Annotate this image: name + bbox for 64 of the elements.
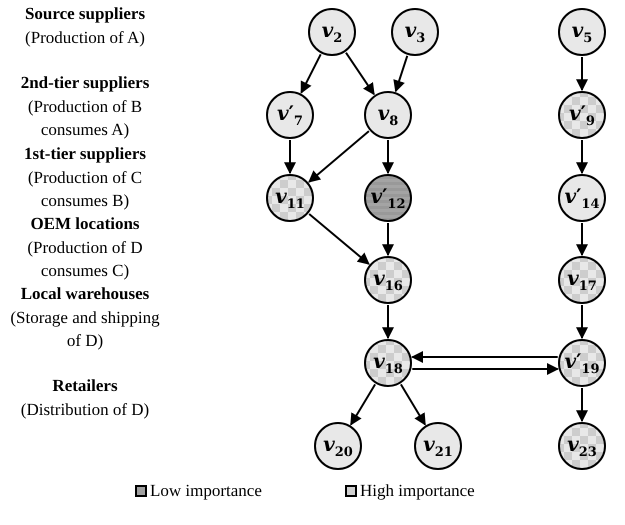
arrow <box>400 384 426 426</box>
graph-node <box>558 339 606 387</box>
node-label: v$_{8}$ <box>378 102 398 128</box>
graph-node <box>558 256 606 304</box>
arrow <box>300 54 322 94</box>
legend-label: Low importance <box>150 481 262 501</box>
graph-node <box>558 174 606 222</box>
arrow <box>576 140 588 174</box>
tier-description: (Production of D consumes C) <box>26 237 144 282</box>
graph-node <box>364 174 412 222</box>
graph-node <box>391 8 439 56</box>
tier-heading: 1st-tier suppliers <box>23 143 147 165</box>
node-label: v$_{18}$ <box>373 350 403 376</box>
arrow <box>411 351 558 363</box>
graph-node <box>308 8 356 56</box>
graph-node <box>558 422 606 470</box>
graph-node <box>314 422 362 470</box>
arrow <box>382 140 394 174</box>
tier-heading: OEM locations <box>29 213 141 235</box>
node-label: v$_{16}$ <box>373 268 403 292</box>
graph-node <box>266 174 314 222</box>
tier-heading: 2nd-tier suppliers <box>20 72 150 94</box>
node-label: v′$_{19}$ <box>564 350 600 376</box>
graph-node <box>364 339 412 387</box>
arrow <box>576 388 588 422</box>
graph-node <box>364 91 412 139</box>
arrow <box>284 140 296 174</box>
arrow <box>345 52 375 96</box>
graph-node <box>266 91 314 139</box>
arrow <box>382 305 394 340</box>
node-label: v$_{5}$ <box>572 20 592 44</box>
node-label: v′$_{9}$ <box>569 102 595 128</box>
tier-heading: Source suppliers <box>24 3 146 25</box>
arrow <box>576 305 588 340</box>
node-label: v$_{11}$ <box>275 186 305 210</box>
node-label: v$_{17}$ <box>567 268 597 292</box>
arrow <box>382 223 394 256</box>
tier-description: (Production of B consumes A) <box>26 96 144 141</box>
tier-heading: Retailers <box>51 375 119 397</box>
graph-node <box>364 256 412 304</box>
node-label: v$_{23}$ <box>567 434 597 458</box>
arrow <box>308 213 370 265</box>
node-label: v$_{20}$ <box>323 434 353 458</box>
graph-node <box>558 8 606 56</box>
graph-node <box>414 422 462 470</box>
arrow <box>308 130 370 183</box>
tier-description: (Production of A) <box>24 27 146 49</box>
legend-label: High importance <box>360 481 475 501</box>
tier-description: (Production of C consumes B) <box>26 167 144 212</box>
arrow <box>576 57 588 92</box>
graph-node <box>558 91 606 139</box>
tier-heading: Local warehouses <box>20 283 150 305</box>
node-label: v$_{2}$ <box>322 20 342 44</box>
arrow <box>576 223 588 256</box>
node-label: v$_{21}$ <box>423 434 453 458</box>
node-label: v′$_{14}$ <box>564 186 600 210</box>
tier-description: (Distribution of D) <box>20 399 150 421</box>
arrow <box>393 55 408 92</box>
tier-description: (Storage and shipping of D) <box>10 307 160 352</box>
node-label: v′$_{12}$ <box>370 186 406 210</box>
node-label: v$_{3}$ <box>404 20 426 44</box>
arrow <box>412 363 559 375</box>
node-label: v′$_{7}$ <box>277 102 303 128</box>
arrow <box>350 384 376 426</box>
